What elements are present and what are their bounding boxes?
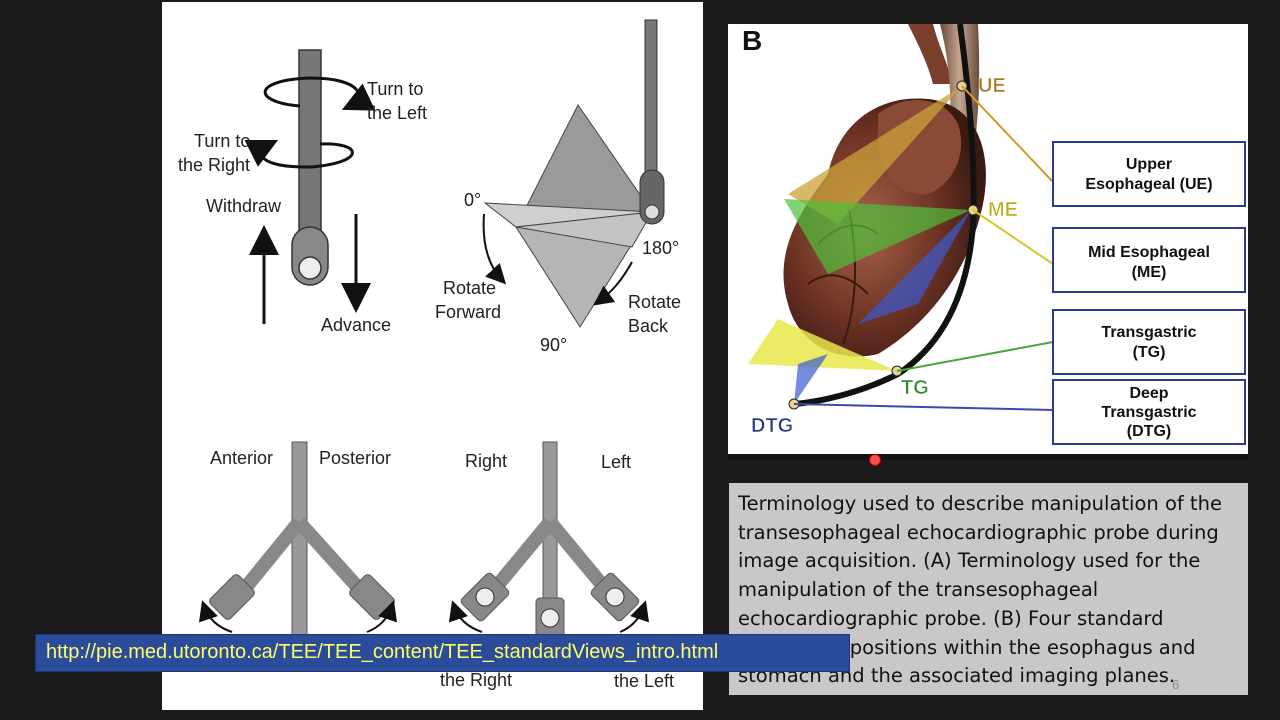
rotate-forward-label-2: Forward [435, 302, 501, 322]
svg-text:Deep: Deep [1129, 385, 1168, 402]
tg-label: TG [901, 377, 929, 399]
advance-label: Advance [321, 315, 391, 335]
probe-manipulation-diagram: Turn to the Left Turn to the Right Withd… [178, 19, 681, 691]
rotate-back-label-2: Back [628, 316, 669, 336]
panel-a-probe-manipulation: Turn to the Left Turn to the Right Withd… [162, 2, 703, 710]
ue-box: Upper Esophageal (UE) [1052, 141, 1246, 207]
panel-b-letter: B [742, 25, 762, 56]
turn-arrows-icon [244, 76, 376, 169]
transducer-positions-diagram: B UE ME TG DTG [728, 24, 1248, 460]
svg-text:Transgastric: Transgastric [1101, 404, 1196, 421]
panel-b-transducer-positions: B UE ME TG DTG [728, 24, 1248, 460]
flex-to-right-label: the Right [440, 670, 512, 690]
turn-left-label-2: the Left [367, 103, 427, 123]
dtg-box: Deep Transgastric (DTG) [1052, 379, 1246, 445]
dtg-label: DTG [751, 415, 793, 437]
rotate-back-label-1: Rotate [628, 292, 681, 312]
svg-text:Transgastric: Transgastric [1101, 324, 1196, 341]
source-link[interactable]: http://pie.med.utoronto.ca/TEE/TEE_conte… [35, 634, 850, 672]
anteflex-retroflex-diagram-icon [198, 441, 398, 643]
turn-right-label-2: the Right [178, 155, 250, 175]
flex-to-left-label: the Left [614, 671, 674, 691]
svg-text:(TG): (TG) [1133, 344, 1166, 361]
flex-right-left-diagram-icon [448, 441, 650, 643]
svg-text:Upper: Upper [1126, 156, 1172, 173]
svg-text:(DTG): (DTG) [1127, 423, 1171, 440]
svg-text:(ME): (ME) [1132, 264, 1167, 281]
imaging-planes-icon [748, 86, 971, 404]
ue-label: UE [978, 75, 1006, 97]
me-box: Mid Esophageal (ME) [1052, 227, 1246, 293]
rotate-forward-label-1: Rotate [443, 278, 496, 298]
deg-180-label: 180° [642, 238, 679, 258]
laser-pointer-icon [869, 454, 881, 466]
svg-text:Esophageal (UE): Esophageal (UE) [1085, 176, 1212, 193]
multiplane-fan-icon [483, 19, 665, 328]
anterior-label: Anterior [210, 448, 273, 468]
deg-0-label: 0° [464, 190, 481, 210]
slide-number: 6 [1172, 677, 1180, 692]
me-label: ME [988, 199, 1018, 221]
turn-right-label-1: Turn to [194, 131, 250, 151]
deg-90-label: 90° [540, 335, 567, 355]
figure-caption: Terminology used to describe manipulatio… [729, 483, 1248, 695]
left-label: Left [601, 452, 631, 472]
rotate-forward-arrow-icon [482, 213, 507, 285]
tg-box: Transgastric (TG) [1052, 309, 1246, 375]
probe-shaft-icon [291, 49, 329, 286]
rotate-back-arrow-icon [593, 261, 633, 306]
right-label: Right [465, 451, 507, 471]
posterior-label: Posterior [319, 448, 391, 468]
probe-path-icon [793, 24, 977, 407]
svg-text:Mid Esophageal: Mid Esophageal [1088, 244, 1210, 261]
turn-left-label-1: Turn to [367, 79, 423, 99]
withdraw-label: Withdraw [206, 196, 282, 216]
panel-b-bottom-rule [728, 454, 1248, 460]
